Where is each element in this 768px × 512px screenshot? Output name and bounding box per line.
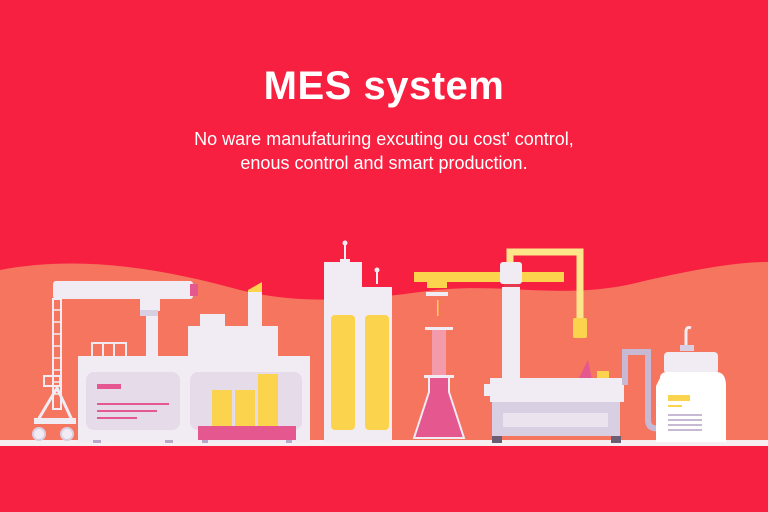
chemical-container — [622, 326, 726, 442]
factory-building — [78, 282, 310, 443]
wheel-icon — [60, 427, 74, 441]
conveyor-processing-machine — [484, 248, 624, 443]
lab-flask-dropper — [412, 272, 564, 439]
subtitle-line-2: enous control and smart production. — [240, 153, 528, 173]
storage-tanks — [324, 240, 392, 442]
crane-robot-arm — [32, 281, 198, 441]
subtitle-line-1: No ware manufaturing excuting ou cost' c… — [194, 129, 574, 149]
page-subtitle: No ware manufaturing excuting ou cost' c… — [0, 127, 768, 175]
wheel-icon — [32, 427, 46, 441]
floor-line — [0, 440, 768, 446]
page-title: MES system — [263, 64, 505, 108]
